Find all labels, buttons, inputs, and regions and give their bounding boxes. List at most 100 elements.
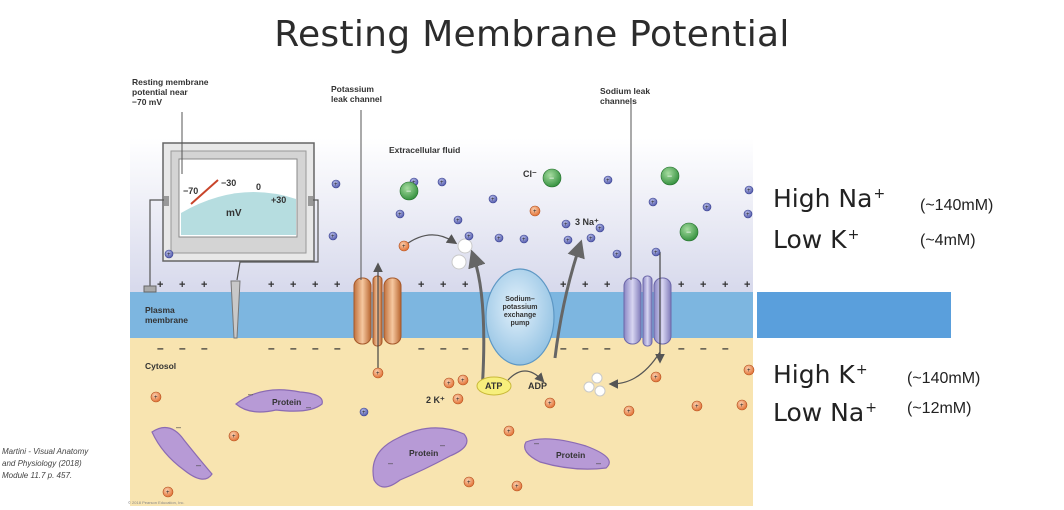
protein-label: Protein bbox=[409, 448, 438, 458]
ion-charge-sign: − bbox=[406, 186, 411, 196]
sodium-ion bbox=[331, 179, 341, 189]
sodium-ion bbox=[595, 223, 605, 233]
svg-text:+: + bbox=[312, 279, 318, 291]
sodium-ion bbox=[603, 175, 613, 185]
ion-charge-sign: + bbox=[331, 234, 335, 240]
ion-charge-sign: + bbox=[461, 378, 465, 384]
cytosol-region bbox=[130, 338, 753, 506]
svg-text:–: – bbox=[176, 422, 181, 432]
potassium-ion bbox=[372, 367, 384, 379]
potassium-ion bbox=[443, 377, 455, 389]
ion-charge-sign: + bbox=[564, 222, 568, 228]
potassium-channel-label: Potassium leak channel bbox=[331, 84, 383, 104]
svg-text:–: – bbox=[418, 341, 425, 355]
ion-charge-sign: + bbox=[166, 490, 170, 496]
ion-charge-sign: + bbox=[746, 212, 750, 218]
sodium-ion bbox=[437, 177, 447, 187]
outside-high-na: High Na+ bbox=[773, 184, 886, 213]
svg-text:–: – bbox=[201, 341, 208, 355]
ion-charge-sign: + bbox=[154, 395, 158, 401]
ion-charge-sign: + bbox=[740, 403, 744, 409]
ion-charge-sign: + bbox=[447, 381, 451, 387]
chloride-ion bbox=[679, 222, 699, 242]
sodium-channels-label: Sodium leak channels bbox=[600, 86, 651, 106]
svg-text:–: – bbox=[388, 458, 393, 468]
sodium-ion bbox=[519, 234, 529, 244]
cytosol-proteins bbox=[151, 389, 610, 488]
page-title: Resting Membrane Potential bbox=[274, 14, 790, 55]
ion-charge-sign: + bbox=[606, 178, 610, 184]
pump-binding-spheres bbox=[451, 238, 606, 397]
voltmeter-unit: mV bbox=[226, 208, 242, 219]
svg-text:–: – bbox=[334, 341, 341, 355]
svg-text:+: + bbox=[722, 279, 728, 291]
svg-text:–: – bbox=[604, 341, 611, 355]
svg-text:–: – bbox=[157, 341, 164, 355]
svg-text:–: – bbox=[312, 341, 319, 355]
plasma-membrane-label: Plasma membrane bbox=[145, 305, 188, 325]
svg-text:–: – bbox=[678, 341, 685, 355]
sodium-ion bbox=[702, 202, 712, 212]
potassium-ion bbox=[691, 400, 703, 412]
sodium-ion bbox=[612, 249, 622, 259]
chloride-ion bbox=[399, 181, 419, 201]
svg-text:–: – bbox=[440, 440, 445, 450]
potassium-ion bbox=[452, 393, 464, 405]
sodium-ion bbox=[494, 233, 504, 243]
sodium-leak-channel bbox=[623, 100, 672, 364]
ion-charge-sign: + bbox=[589, 236, 593, 242]
sodium-ion bbox=[651, 247, 661, 257]
svg-text:+: + bbox=[462, 279, 468, 291]
ion-charge-sign: + bbox=[334, 182, 338, 188]
protein-blob bbox=[151, 426, 213, 480]
ion-layer: +++++++++++++++++++++++−−−−+++++++++++++… bbox=[150, 166, 755, 498]
ion-charge-sign: − bbox=[686, 227, 691, 237]
adp-label: ADP bbox=[528, 381, 547, 391]
ion-charge-sign: + bbox=[515, 484, 519, 490]
ion-charge-sign: + bbox=[695, 404, 699, 410]
ion-charge-sign: + bbox=[705, 205, 709, 211]
ion-charge-sign: + bbox=[232, 434, 236, 440]
ion-charge-sign: + bbox=[456, 218, 460, 224]
protein-label: Protein bbox=[272, 397, 301, 407]
potassium-ion bbox=[503, 425, 515, 437]
ion-charge-sign: + bbox=[497, 236, 501, 242]
svg-text:–: – bbox=[290, 341, 297, 355]
cytosol-label: Cytosol bbox=[145, 361, 177, 371]
ion-charge-sign: + bbox=[747, 368, 751, 374]
sodium-potassium-pump bbox=[403, 234, 661, 396]
ion-charge-sign: + bbox=[747, 188, 751, 194]
atp-molecule bbox=[476, 376, 512, 396]
voltmeter-tick-plus30: +30 bbox=[271, 195, 286, 205]
svg-text:–: – bbox=[248, 389, 253, 399]
chloride-ion bbox=[660, 166, 680, 186]
protein-label: Protein bbox=[556, 450, 585, 460]
sodium-ion bbox=[648, 197, 658, 207]
ion-charge-sign: + bbox=[402, 244, 406, 250]
svg-text:+: + bbox=[560, 279, 566, 291]
membrane-extension bbox=[757, 292, 951, 338]
ion-charge-sign: + bbox=[440, 180, 444, 186]
sodium-ion bbox=[561, 219, 571, 229]
ion-charge-sign: + bbox=[398, 212, 402, 218]
svg-text:–: – bbox=[534, 438, 539, 448]
citation: Martini - Visual Anatomy and Physiology … bbox=[2, 447, 89, 480]
svg-text:–: – bbox=[596, 458, 601, 468]
svg-text:–: – bbox=[700, 341, 707, 355]
potassium-ion bbox=[150, 391, 162, 403]
inside-high-k: High K+ bbox=[773, 360, 868, 389]
ion-charge-sign: + bbox=[456, 397, 460, 403]
inside-low-na-value: (~12mM) bbox=[907, 400, 972, 417]
positive-charge-row: +++ +++ +++ +++ +++ ++ bbox=[157, 279, 750, 291]
ion-charge-sign: + bbox=[362, 410, 366, 416]
ion-charge-sign: + bbox=[654, 250, 658, 256]
svg-text:–: – bbox=[196, 460, 201, 470]
svg-text:+: + bbox=[440, 279, 446, 291]
svg-text:–: – bbox=[268, 341, 275, 355]
ion-charge-sign: + bbox=[598, 226, 602, 232]
ion-charge-sign: + bbox=[548, 401, 552, 407]
svg-text:–: – bbox=[179, 341, 186, 355]
ion-charge-sign: + bbox=[507, 429, 511, 435]
sodium-ion bbox=[164, 249, 174, 259]
